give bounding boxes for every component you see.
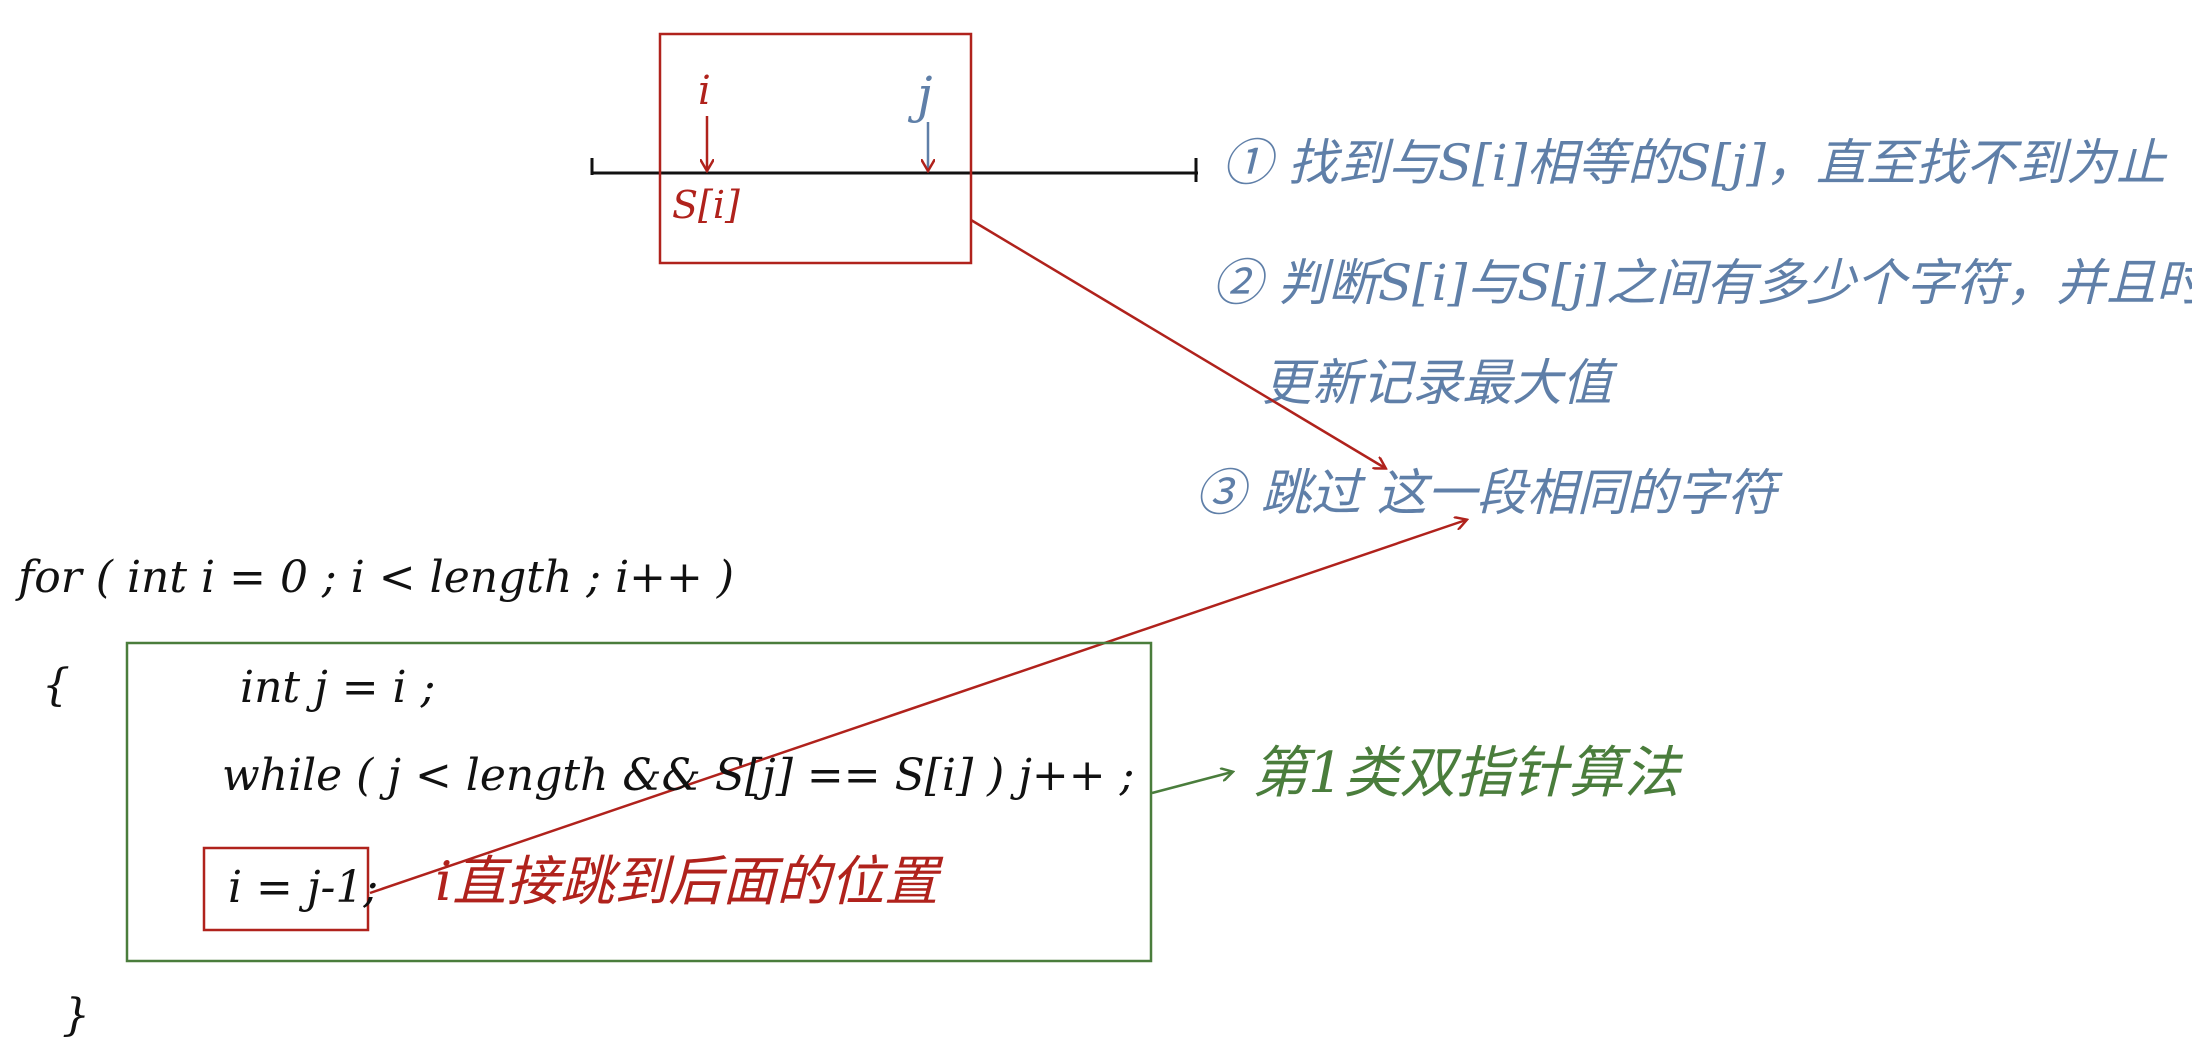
highlight-box-top [658,32,973,265]
assign-highlight-box [202,846,370,932]
step-1-text: ① 找到与S[i]相等的S[j]，直至找不到为止 [1222,134,2168,192]
step-list: ① 找到与S[i]相等的S[j]，直至找不到为止 ② 判断S[i]与S[j]之间… [1195,134,2192,522]
s-i-label: S[i] [672,183,740,227]
j-pointer-label: j [907,66,933,124]
i-pointer-label: i [698,68,711,114]
while-line: while ( j < length && S[j] == S[i] ) j++… [222,750,1134,801]
step-2-continuation-text: 更新记录最大值 [1262,354,1618,412]
i-assign-line: i = j-1; [228,862,378,913]
step-3-text: ③ 跳过 这一段相同的字符 [1195,464,1784,522]
assign-to-step3-arrow [369,520,1466,895]
open-brace: { [42,660,70,711]
category-note: 第1类双指针算法 [1252,741,1684,806]
pointer-diagram: i j S[i] [590,32,1198,265]
box-to-step3-arrow [970,218,1385,468]
code-block: for ( int i = 0 ; i < length ; i++ ) { i… [15,552,1153,1041]
step-2-text: ② 判断S[i]与S[j]之间有多少个字符，并且时实 [1212,254,2192,312]
close-brace: } [62,990,90,1041]
loop-body-box [125,641,1153,963]
category-arrow [1151,772,1232,795]
int-j-line: int j = i ; [240,662,435,713]
jump-note: i直接跳到后面的位置 [435,850,944,913]
for-loop-line: for ( int i = 0 ; i < length ; i++ ) [15,552,734,603]
